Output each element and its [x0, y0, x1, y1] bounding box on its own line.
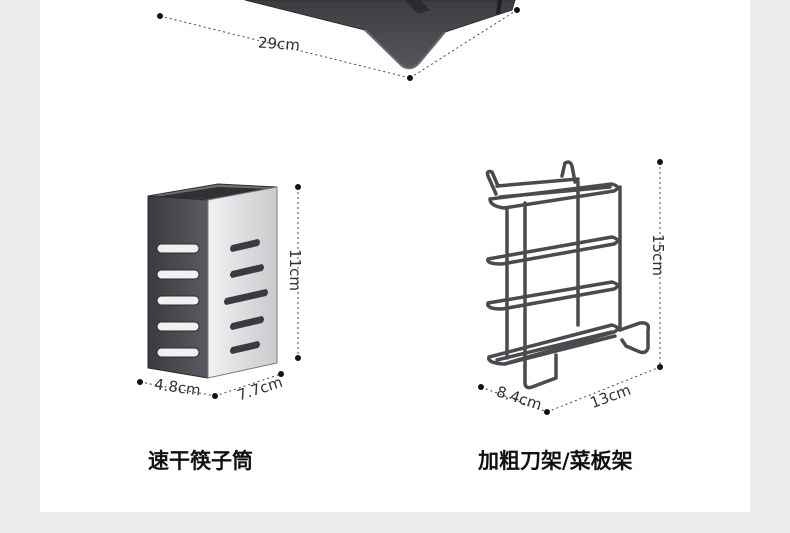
holder-height-label: 11cm [286, 249, 304, 291]
knife-rack-title: 加粗刀架/菜板架 [478, 449, 633, 473]
dish-tray-illustration [244, 0, 516, 70]
tray-dimension-line: 29cm [157, 7, 520, 81]
rack-width-label: 8.4cm [494, 382, 544, 414]
knife-rack-illustration [485, 160, 651, 390]
rack-depth-label: 13cm [588, 381, 634, 412]
chopstick-holder-illustration [147, 183, 278, 379]
holder-width-label: 4.8cm [153, 375, 202, 399]
tray-width-label: 29cm [257, 33, 300, 54]
chopstick-holder-title: 速干筷子筒 [148, 449, 253, 473]
rack-height-label: 15cm [649, 234, 667, 276]
holder-depth-label: 7.7cm [235, 373, 285, 405]
